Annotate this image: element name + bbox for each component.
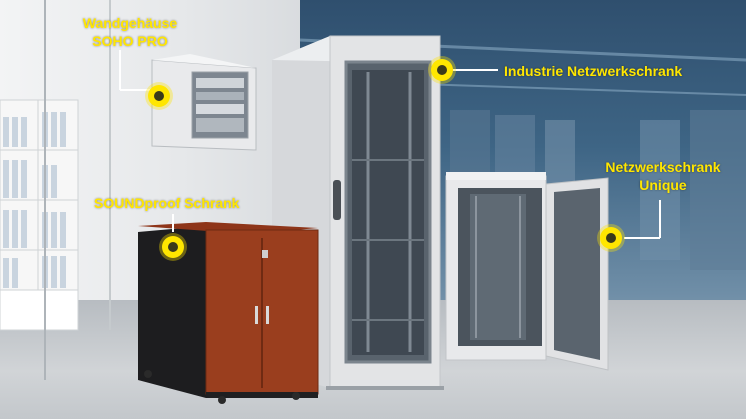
wall-cabinet-label-line1: Wandgehäuse [82, 15, 178, 31]
unique-cabinet-label-line2: Unique [639, 177, 687, 193]
unique-cabinet-label-line1: Netzwerkschrank [605, 159, 721, 175]
industrial-cabinet-marker-icon[interactable] [431, 59, 453, 81]
industrial-cabinet-label: Industrie Netzwerkschrank [504, 63, 683, 79]
wall-cabinet-label: Wandgehäuse SOHO PRO [74, 14, 186, 50]
unique-cabinet-image [445, 172, 609, 371]
wall-cabinet-image [151, 54, 257, 151]
unique-cabinet-marker-icon[interactable] [600, 227, 622, 249]
unique-cabinet-label: Netzwerkschrank Unique [594, 158, 732, 194]
soundproof-cabinet-label: SOUNDproof Schrank [94, 195, 240, 211]
office-shelf [0, 99, 79, 331]
soundproof-cabinet-marker-icon[interactable] [162, 236, 184, 258]
wall-cabinet-label-line2: SOHO PRO [92, 33, 168, 49]
wall-cabinet-marker-icon[interactable] [148, 85, 170, 107]
soundproof-cabinet-image [138, 222, 319, 404]
leader-lines [119, 50, 661, 239]
